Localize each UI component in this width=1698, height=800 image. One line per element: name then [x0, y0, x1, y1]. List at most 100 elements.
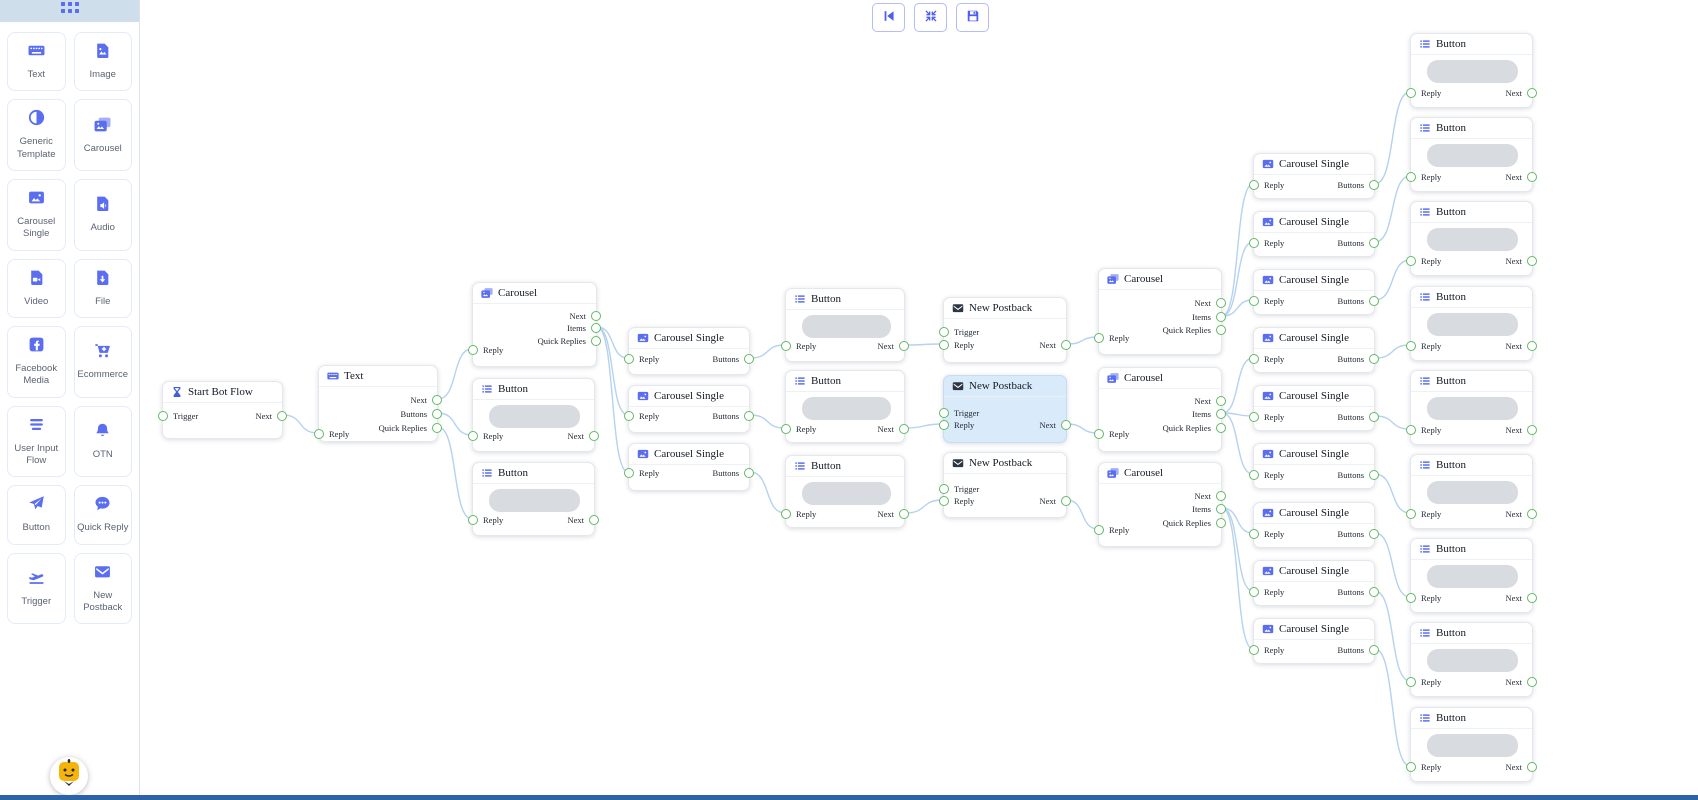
- output-port-next[interactable]: [591, 311, 601, 321]
- output-port-next[interactable]: [277, 411, 287, 421]
- sidebar-item-text[interactable]: Text: [7, 32, 66, 92]
- input-port-reply[interactable]: [624, 468, 634, 478]
- output-port-next[interactable]: [1527, 762, 1537, 772]
- input-port-reply[interactable]: [1249, 180, 1259, 190]
- output-port-next[interactable]: [1216, 298, 1226, 308]
- sidebar-item-generic-template[interactable]: Generic Template: [7, 99, 66, 172]
- sidebar-item-user-input-flow[interactable]: User Input Flow: [7, 405, 66, 478]
- input-port-reply[interactable]: [1249, 412, 1259, 422]
- output-port-buttons[interactable]: [1369, 470, 1379, 480]
- input-port-reply[interactable]: [781, 341, 791, 351]
- output-port-buttons[interactable]: [1369, 587, 1379, 597]
- output-port-buttons[interactable]: [744, 468, 754, 478]
- input-port-reply[interactable]: [1249, 238, 1259, 248]
- input-port-reply[interactable]: [1406, 677, 1416, 687]
- output-port-next[interactable]: [899, 424, 909, 434]
- output-port-buttons[interactable]: [744, 354, 754, 364]
- input-port-trigger[interactable]: [158, 411, 168, 421]
- sidebar-toggle[interactable]: [0, 0, 139, 22]
- fit-view-button[interactable]: [914, 3, 947, 32]
- output-port-buttons[interactable]: [1369, 529, 1379, 539]
- sidebar-item-video[interactable]: Video: [7, 258, 66, 319]
- output-port-next[interactable]: [1527, 256, 1537, 266]
- output-port-items[interactable]: [1216, 409, 1226, 419]
- output-port-next[interactable]: [1527, 425, 1537, 435]
- output-port-items[interactable]: [1216, 312, 1226, 322]
- output-port-quick-replies[interactable]: [1216, 325, 1226, 335]
- output-port-items[interactable]: [1216, 504, 1226, 514]
- input-port-reply[interactable]: [1406, 509, 1416, 519]
- input-port-reply[interactable]: [1406, 341, 1416, 351]
- input-port-reply[interactable]: [1406, 425, 1416, 435]
- sidebar-item-facebook-media[interactable]: Facebook Media: [7, 326, 66, 398]
- input-port-reply[interactable]: [1249, 296, 1259, 306]
- sidebar-item-carousel[interactable]: Carousel: [73, 99, 132, 172]
- sidebar-item-button[interactable]: Button: [7, 485, 66, 545]
- output-port-next[interactable]: [432, 395, 442, 405]
- input-port-reply[interactable]: [1406, 88, 1416, 98]
- input-port-reply[interactable]: [468, 515, 478, 525]
- output-port-buttons[interactable]: [744, 411, 754, 421]
- output-port-quick-replies[interactable]: [432, 423, 442, 433]
- input-port-reply[interactable]: [1094, 525, 1104, 535]
- input-port-reply[interactable]: [939, 340, 949, 350]
- input-port-reply[interactable]: [1249, 470, 1259, 480]
- input-port-reply[interactable]: [1249, 529, 1259, 539]
- output-port-next[interactable]: [1527, 677, 1537, 687]
- output-port-next[interactable]: [589, 515, 599, 525]
- output-port-next[interactable]: [1527, 509, 1537, 519]
- sidebar-item-image[interactable]: Image: [73, 32, 132, 92]
- save-flow-button[interactable]: [956, 3, 989, 32]
- input-port-trigger[interactable]: [939, 484, 949, 494]
- output-port-next[interactable]: [1061, 420, 1071, 430]
- output-port-next[interactable]: [1061, 340, 1071, 350]
- sidebar-item-carousel-single[interactable]: Carousel Single: [7, 179, 66, 251]
- output-port-next[interactable]: [589, 431, 599, 441]
- input-port-reply[interactable]: [1406, 762, 1416, 772]
- sidebar-item-quick-reply[interactable]: Quick Reply: [73, 485, 132, 545]
- input-port-reply[interactable]: [468, 431, 478, 441]
- output-port-items[interactable]: [591, 323, 601, 333]
- go-to-start-button[interactable]: [872, 3, 905, 32]
- input-port-trigger[interactable]: [939, 327, 949, 337]
- output-port-buttons[interactable]: [432, 409, 442, 419]
- sidebar-item-new-postback[interactable]: New Postback: [73, 552, 132, 625]
- input-port-reply[interactable]: [1249, 645, 1259, 655]
- output-port-buttons[interactable]: [1369, 296, 1379, 306]
- output-port-buttons[interactable]: [1369, 645, 1379, 655]
- input-port-reply[interactable]: [1249, 587, 1259, 597]
- input-port-reply[interactable]: [1094, 429, 1104, 439]
- input-port-reply[interactable]: [468, 345, 478, 355]
- input-port-reply[interactable]: [939, 420, 949, 430]
- chatbot-launcher[interactable]: [50, 757, 88, 795]
- output-port-next[interactable]: [899, 341, 909, 351]
- output-port-quick-replies[interactable]: [1216, 423, 1226, 433]
- output-port-buttons[interactable]: [1369, 238, 1379, 248]
- sidebar-item-file[interactable]: File: [73, 258, 132, 319]
- input-port-reply[interactable]: [1249, 354, 1259, 364]
- input-port-reply[interactable]: [314, 429, 324, 439]
- output-port-next[interactable]: [1216, 396, 1226, 406]
- input-port-reply[interactable]: [939, 496, 949, 506]
